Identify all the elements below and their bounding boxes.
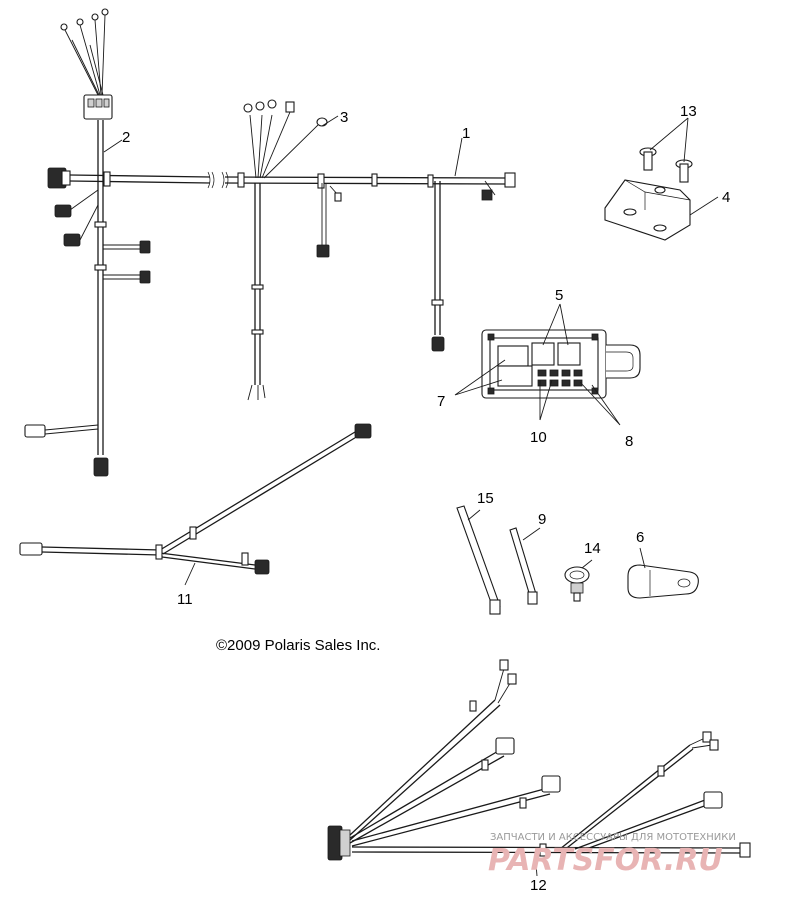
fuse-box xyxy=(481,329,641,399)
callout-5: 5 xyxy=(555,287,563,304)
bracket-part xyxy=(604,179,691,241)
callout-2: 2 xyxy=(122,129,130,146)
callout-14: 14 xyxy=(584,540,601,557)
left-vertical-harness xyxy=(24,8,151,477)
watermark-tagline: ЗАПЧАСТИ И АКСЕССУАРЫ ДЛЯ МОТОТЕХНИКИ xyxy=(490,832,736,843)
copyright-notice: ©2009 Polaris Sales Inc. xyxy=(216,637,380,654)
watermark-brand: PARTSFOR.RU xyxy=(488,843,723,878)
screw-parts xyxy=(639,147,693,183)
p-clip xyxy=(627,564,699,599)
callout-13: 13 xyxy=(680,103,697,120)
hose-clamp xyxy=(564,566,590,602)
callout-3: 3 xyxy=(340,109,348,126)
main-chassis-harness xyxy=(47,99,516,401)
callout-7: 7 xyxy=(437,393,445,410)
callout-8: 8 xyxy=(625,433,633,450)
callout-1: 1 xyxy=(462,125,470,142)
y-harness xyxy=(19,423,372,575)
callout-10: 10 xyxy=(530,429,547,446)
callout-15: 15 xyxy=(477,490,494,507)
callout-12: 12 xyxy=(530,877,547,894)
callout-9: 9 xyxy=(538,511,546,528)
callout-4: 4 xyxy=(722,189,730,206)
lower-harness xyxy=(327,659,751,861)
callout-6: 6 xyxy=(636,529,644,546)
callout-11: 11 xyxy=(177,591,193,608)
watermark: ЗАПЧАСТИ И АКСЕССУАРЫ ДЛЯ МОТОТЕХНИКИ PA… xyxy=(488,832,736,878)
leader-lines xyxy=(103,115,719,877)
cable-ties xyxy=(456,505,538,615)
